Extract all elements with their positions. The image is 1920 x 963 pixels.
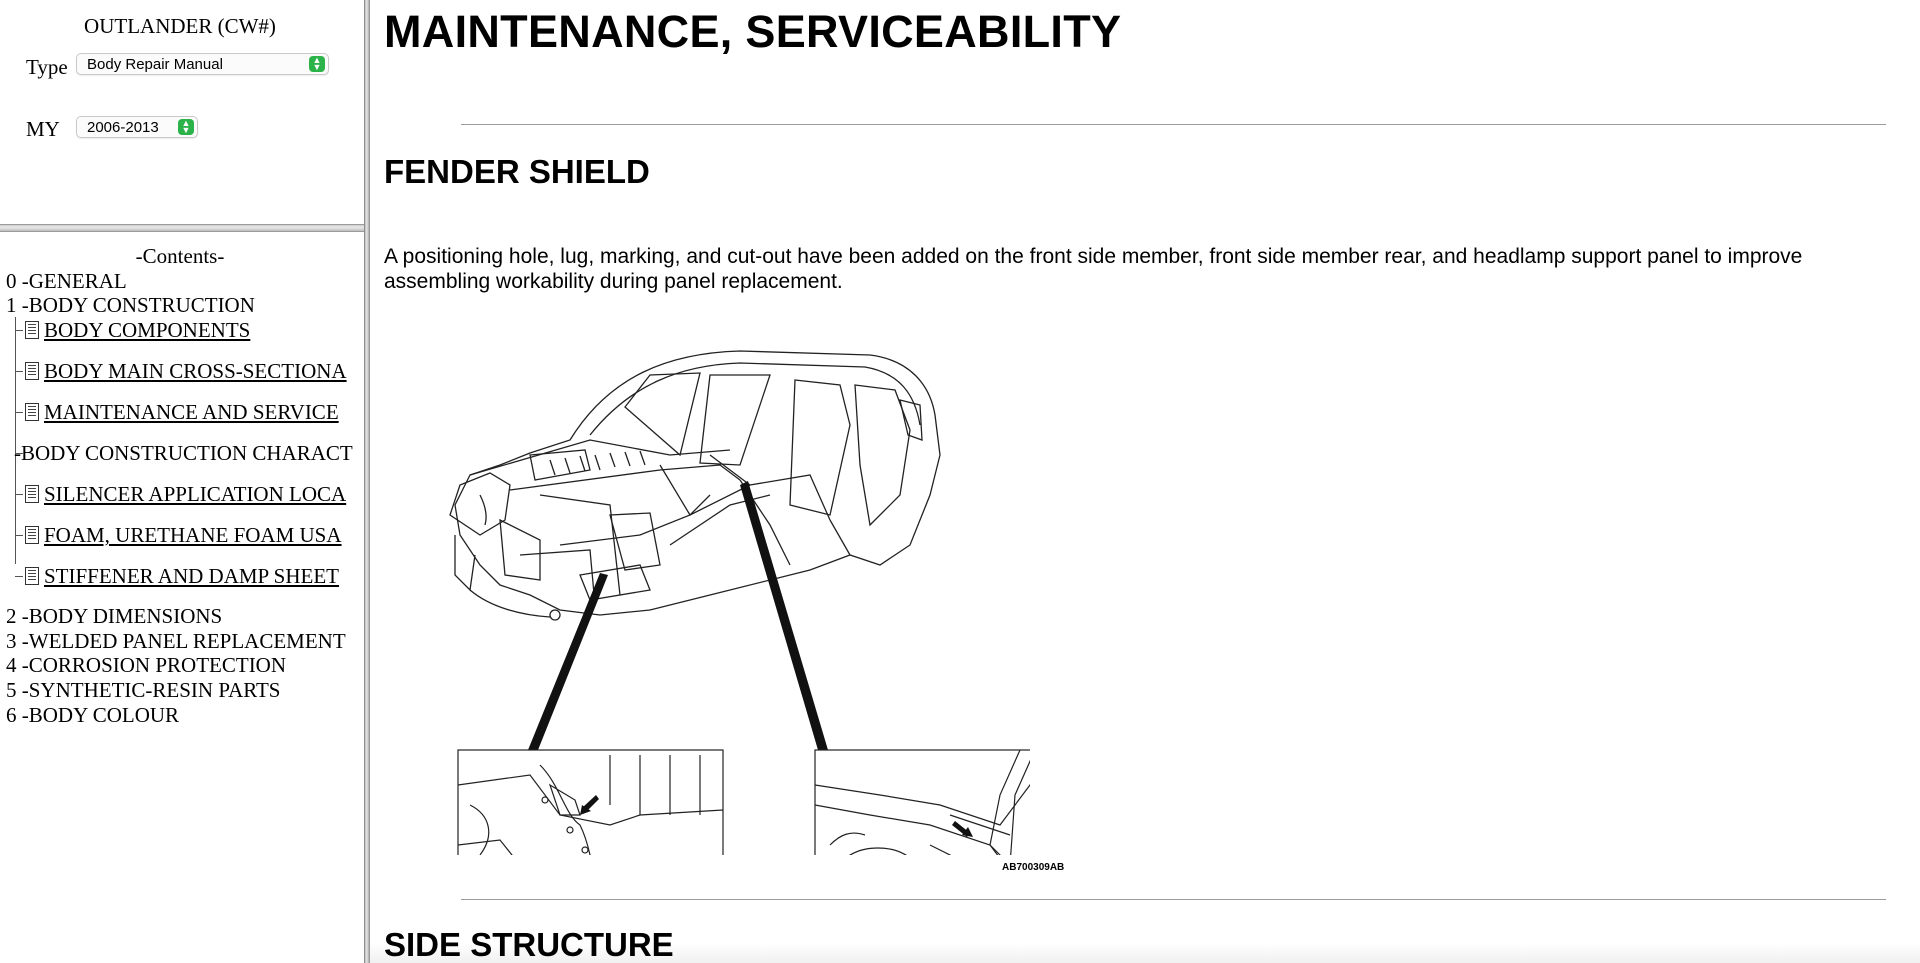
select-arrows-icon: ▲▼ [178,119,194,135]
type-select-value: Body Repair Manual [87,56,223,73]
contents-title: -Contents- [135,244,225,268]
toc-item-body-main-cross-section[interactable]: BODY MAIN CROSS-SECTIONA [14,359,347,389]
document-icon [25,526,39,544]
main-content: MAINTENANCE, SERVICEABILITY FENDER SHIEL… [370,0,1920,963]
frame-divider-horizontal[interactable] [0,224,364,232]
detail-view-right [814,749,1030,855]
bottom-shadow [370,943,1920,963]
document-icon [25,321,39,339]
toc-item-body-construction-characteristics: -BODY CONSTRUCTION CHARACT [14,441,353,465]
selector-frame: OUTLANDER (CW#) Type Body Repair Manual … [0,0,364,224]
toc-item-stiffener-damp-sheet[interactable]: STIFFENER AND DAMP SHEET [14,564,339,594]
toc-item-maintenance-and-service[interactable]: MAINTENANCE AND SERVICE [14,400,339,430]
contents-frame: -Contents- 0 -GENERAL 1 -BODY CONSTRUCTI… [0,232,364,963]
body-structure-figure [449,350,1030,855]
tree-line [15,317,16,564]
page-title: MAINTENANCE, SERVICEABILITY [384,6,1122,57]
toc-section-body-colour[interactable]: 6 -BODY COLOUR [6,703,180,727]
toc-section-corrosion[interactable]: 4 -CORROSION PROTECTION [6,653,287,677]
toc-section-welded-panel[interactable]: 3 -WELDED PANEL REPLACEMENT [6,629,346,653]
document-icon [25,362,39,380]
toc-item-silencer-application[interactable]: SILENCER APPLICATION LOCA [14,482,346,512]
my-label: MY [26,117,60,141]
my-select-value: 2006-2013 [87,119,159,136]
document-icon [25,567,39,585]
toc-section-body-construction[interactable]: 1 -BODY CONSTRUCTION [6,293,255,317]
divider [461,899,1886,900]
my-select[interactable]: 2006-2013 ▲▼ [76,116,198,138]
document-icon [25,403,39,421]
toc-section-body-dimensions[interactable]: 2 -BODY DIMENSIONS [6,604,223,628]
section-paragraph: A positioning hole, lug, marking, and cu… [384,245,1803,293]
toc-section-general[interactable]: 0 -GENERAL [6,269,127,293]
section-heading-side-structure: SIDE STRUCTURE [384,926,674,963]
toc-item-foam-urethane[interactable]: FOAM, URETHANE FOAM USA [14,523,342,553]
model-title: OUTLANDER (CW#) [84,14,276,38]
type-select[interactable]: Body Repair Manual ▲▼ [76,53,329,75]
document-icon [25,485,39,503]
toc-section-synthetic-resin[interactable]: 5 -SYNTHETIC-RESIN PARTS [6,678,281,702]
frame-divider-vertical[interactable] [364,0,370,963]
select-arrows-icon: ▲▼ [309,56,325,72]
section-heading-fender-shield: FENDER SHIELD [384,153,650,190]
figure-code: AB700309AB [1002,862,1065,873]
type-label: Type [26,55,68,79]
toc-item-body-components[interactable]: BODY COMPONENTS [14,318,250,348]
divider [461,124,1886,125]
